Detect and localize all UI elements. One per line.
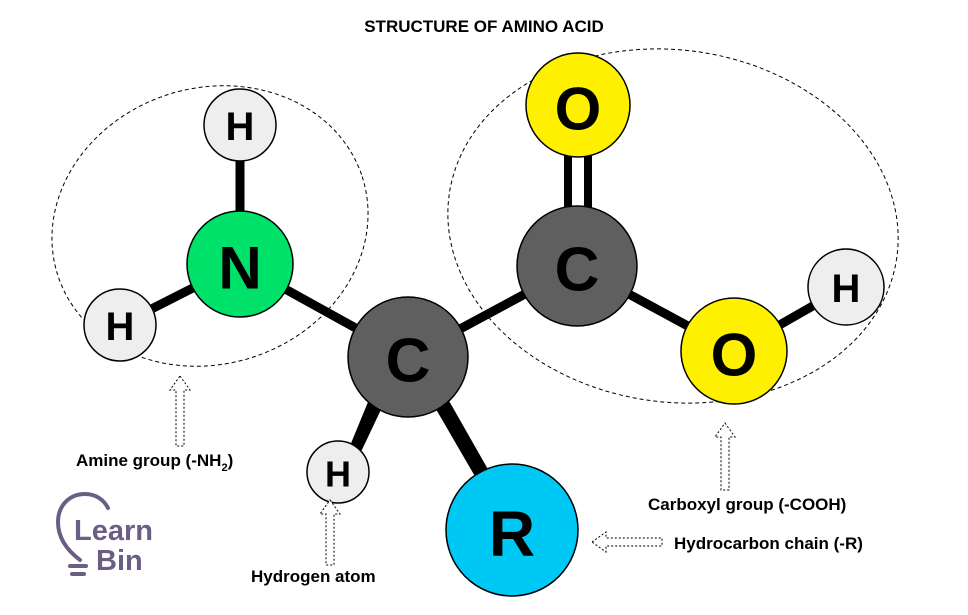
atom-label-n: N: [218, 235, 261, 302]
atom-label-h-left: H: [106, 305, 135, 349]
arrow-amine: [169, 375, 191, 447]
label-carboxyl-group: Carboxyl group (-COOH): [648, 495, 846, 514]
atom-r-group: R: [445, 463, 579, 597]
carboxyl-group-boundary: [447, 48, 899, 404]
atom-hydrogen-bottom: H: [306, 440, 370, 504]
label-amine-group: Amine group (-NH2): [76, 451, 233, 474]
atom-hydrogen-top: H: [203, 88, 277, 162]
arrow-carboxyl: [714, 422, 736, 491]
arrow-hydrogen: [319, 499, 341, 566]
amine-group-boundary: [51, 85, 369, 367]
logo-line1: Learn: [74, 515, 153, 547]
atom-nitrogen: N: [186, 210, 294, 318]
lightbulb-icon: [55, 491, 110, 576]
logo-line2: Bin: [96, 545, 143, 577]
atom-label-r: R: [489, 498, 535, 570]
label-hydrocarbon-chain: Hydrocarbon chain (-R): [674, 534, 863, 553]
atom-label-h-right: H: [832, 267, 861, 311]
atom-oxygen-top: O: [525, 52, 631, 158]
atom-label-h-top: H: [226, 105, 255, 149]
atom-label-o-right: O: [711, 322, 758, 389]
arrow-hydrocarbon: [591, 531, 663, 553]
atom-label-c-alpha: C: [386, 327, 431, 396]
atom-hydrogen-left: H: [83, 288, 157, 362]
label-hydrogen-atom: Hydrogen atom: [251, 567, 376, 586]
atom-label-h-bottom: H: [325, 454, 351, 495]
atom-carbon-carboxyl: C: [516, 205, 638, 327]
diagram-title: STRUCTURE OF AMINO ACID: [364, 17, 604, 36]
atom-oxygen-right: O: [680, 297, 788, 405]
atom-label-c-carboxyl: C: [555, 236, 600, 305]
learnbin-logo: Learn Bin: [55, 491, 153, 577]
atom-label-o-top: O: [555, 76, 602, 143]
atom-carbon-alpha: C: [347, 296, 469, 418]
atom-hydrogen-right: H: [807, 248, 885, 326]
